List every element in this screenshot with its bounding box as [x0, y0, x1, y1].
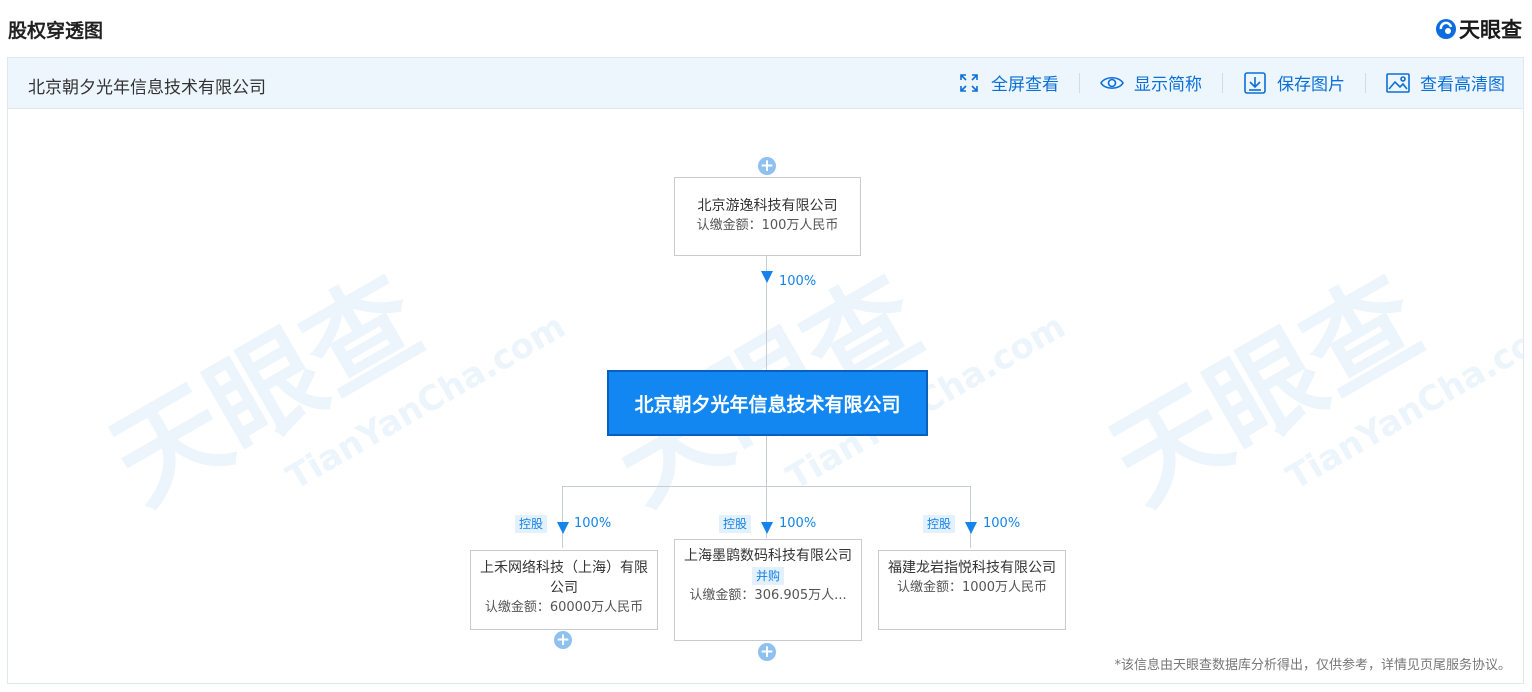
merger-badge: 并购 — [751, 567, 784, 585]
save-image-label: 保存图片 — [1277, 75, 1345, 95]
chart-toolbar: 北京朝夕光年信息技术有限公司 全屏查看 显示简称 — [8, 58, 1523, 109]
toolbar-divider — [1079, 72, 1080, 93]
brand-logo[interactable]: 天眼查 — [1435, 14, 1522, 44]
fullscreen-label: 全屏查看 — [991, 75, 1059, 95]
show-short-name-button[interactable]: 显示简称 — [1100, 70, 1202, 95]
equity-chart-canvas: 天眼查 TianYanCha.com 天眼查 TianYanCha.com 天眼… — [8, 108, 1524, 683]
expand-down-icon[interactable]: + — [554, 630, 572, 650]
subsidiary-amount: 认缴金额：60000万人民币 — [484, 600, 644, 615]
holding-tag: 控股 — [923, 515, 956, 533]
arrow-down-icon — [965, 522, 977, 534]
expand-down-icon[interactable]: + — [758, 642, 776, 662]
subsidiary-name: 福建龙岩指悦科技有限公司 — [888, 560, 1056, 576]
save-image-button[interactable]: 保存图片 — [1243, 70, 1345, 95]
subsidiary-name: 上禾网络科技（上海）有限公司 — [480, 560, 648, 596]
expand-up-icon[interactable]: + — [758, 156, 776, 176]
shareholder-name: 北京游逸科技有限公司 — [697, 198, 838, 214]
brand-name: 天眼查 — [1459, 18, 1522, 42]
toolbar-divider — [1365, 72, 1366, 93]
shareholder-percent: 100% — [779, 274, 817, 289]
connector-line — [766, 255, 767, 370]
subsidiary-node[interactable]: 上海墨鹍数码科技有限公司 并购 认缴金额：306.905万人... — [674, 539, 862, 641]
eye-icon — [1100, 76, 1124, 89]
connector-line — [562, 486, 563, 548]
hd-image-label: 查看高清图 — [1420, 75, 1505, 95]
watermark: 天眼查 TianYanCha.com — [91, 252, 573, 529]
page-title: 股权穿透图 — [8, 20, 104, 42]
subsidiary-percent: 100% — [574, 516, 612, 531]
image-icon — [1386, 72, 1410, 93]
equity-chart-panel: 北京朝夕光年信息技术有限公司 全屏查看 显示简称 — [7, 57, 1524, 684]
connector-line — [766, 488, 767, 538]
shareholder-amount: 认缴金额：100万人民币 — [696, 218, 839, 233]
subsidiary-percent: 100% — [983, 516, 1021, 531]
subsidiary-amount: 认缴金额：1000万人民币 — [896, 580, 1048, 595]
subsidiary-name: 上海墨鹍数码科技有限公司 — [684, 548, 852, 564]
arrow-down-icon — [557, 522, 569, 534]
connector-line — [970, 486, 971, 548]
target-company-node[interactable]: 北京朝夕光年信息技术有限公司 — [607, 370, 928, 436]
subsidiary-node[interactable]: 上禾网络科技（上海）有限公司 认缴金额：60000万人民币 — [470, 550, 658, 630]
arrow-down-icon — [761, 522, 773, 534]
holding-tag: 控股 — [515, 515, 548, 533]
toolbar-company-name: 北京朝夕光年信息技术有限公司 — [28, 78, 266, 98]
tianyancha-logo-icon — [1436, 19, 1456, 39]
connector-line — [562, 486, 971, 487]
subsidiary-node[interactable]: 福建龙岩指悦科技有限公司 认缴金额：1000万人民币 — [878, 550, 1066, 630]
toolbar-divider — [1222, 72, 1223, 93]
fullscreen-button[interactable]: 全屏查看 — [957, 70, 1059, 95]
watermark: 天眼查 TianYanCha.com — [1091, 252, 1524, 529]
holding-tag: 控股 — [719, 515, 752, 533]
show-short-name-label: 显示简称 — [1134, 75, 1202, 95]
hd-image-button[interactable]: 查看高清图 — [1386, 70, 1505, 95]
fullscreen-icon — [960, 73, 978, 92]
subsidiary-percent: 100% — [779, 516, 817, 531]
shareholder-node[interactable]: 北京游逸科技有限公司 认缴金额：100万人民币 — [674, 177, 861, 256]
download-icon — [1244, 71, 1266, 94]
arrow-down-icon — [761, 271, 773, 283]
connector-line — [766, 436, 767, 488]
subsidiary-amount: 认缴金额：306.905万人... — [689, 588, 847, 603]
disclaimer-note: *该信息由天眼查数据库分析得出，仅供参考，详情见页尾服务协议。 — [1114, 658, 1511, 673]
